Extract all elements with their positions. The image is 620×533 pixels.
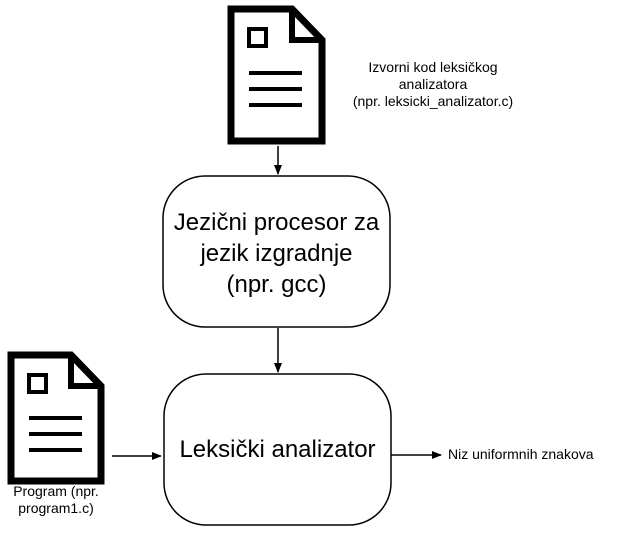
source-document-icon (227, 5, 326, 145)
output-label: Niz uniformnih znakova (448, 446, 594, 462)
source-caption-line-2: analizatora (398, 75, 468, 92)
source-caption-line-3: (npr. leksicki_analizator.c) (352, 92, 514, 109)
compiler-box-label: Jezični procesor za jezik izgradnje (npr… (163, 207, 390, 301)
compiler-label-line-1: Jezični procesor za (173, 209, 380, 236)
compiler-label-line-2: jezik izgradnje (200, 240, 353, 268)
program-caption-line-2: program1.c) (18, 499, 94, 516)
program-document-caption: Program (npr. program1.c) (0, 483, 116, 517)
program-caption-line-1: Program (npr. (13, 483, 99, 499)
source-caption-line-1: Izvorni kod leksičkog (368, 59, 498, 75)
lexer-box-label: Leksički analizator (179, 436, 376, 463)
lexer-box (163, 373, 392, 526)
program-document-icon (7, 351, 105, 485)
source-document-caption: Izvorni kod leksičkog analizatora (npr. … (318, 59, 548, 109)
compiler-box (162, 175, 391, 328)
compiler-label-line-3: (npr. gcc) (226, 271, 327, 299)
